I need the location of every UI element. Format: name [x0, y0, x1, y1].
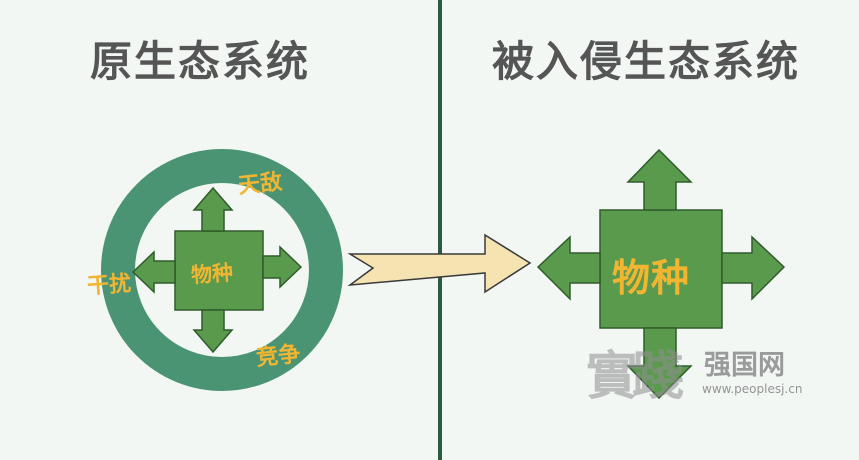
- title-invaded-ecosystem: 被入侵生态系统: [492, 37, 801, 86]
- label-natural-enemy: 天敌: [237, 169, 284, 200]
- species-cross-left: [131, 186, 303, 354]
- watermark-url: www.peoplesj.cn: [702, 382, 803, 396]
- watermark-site-name: 强国网: [704, 350, 785, 381]
- label-species-left: 物种: [190, 260, 234, 288]
- arrow-left-right: [536, 235, 601, 301]
- transition-arrow: [347, 233, 532, 294]
- arrow-up-right: [626, 148, 693, 211]
- watermark-seal: 實踐: [586, 346, 684, 407]
- environment-ring: [101, 149, 343, 391]
- label-disturbance: 干扰: [86, 271, 133, 300]
- arrow-up-left: [192, 186, 234, 232]
- title-native-ecosystem: 原生态系统: [90, 37, 311, 86]
- arrow-down-left: [192, 309, 234, 354]
- species-cross-right: [536, 148, 786, 400]
- arrow-down-right: [626, 327, 693, 400]
- arrow-right-right: [721, 235, 786, 301]
- label-species-right: 物种: [612, 256, 691, 300]
- center-divider: [438, 0, 442, 460]
- arrow-right-left: [262, 245, 303, 289]
- label-competition: 竞争: [255, 341, 302, 372]
- arrow-left-left: [131, 250, 176, 294]
